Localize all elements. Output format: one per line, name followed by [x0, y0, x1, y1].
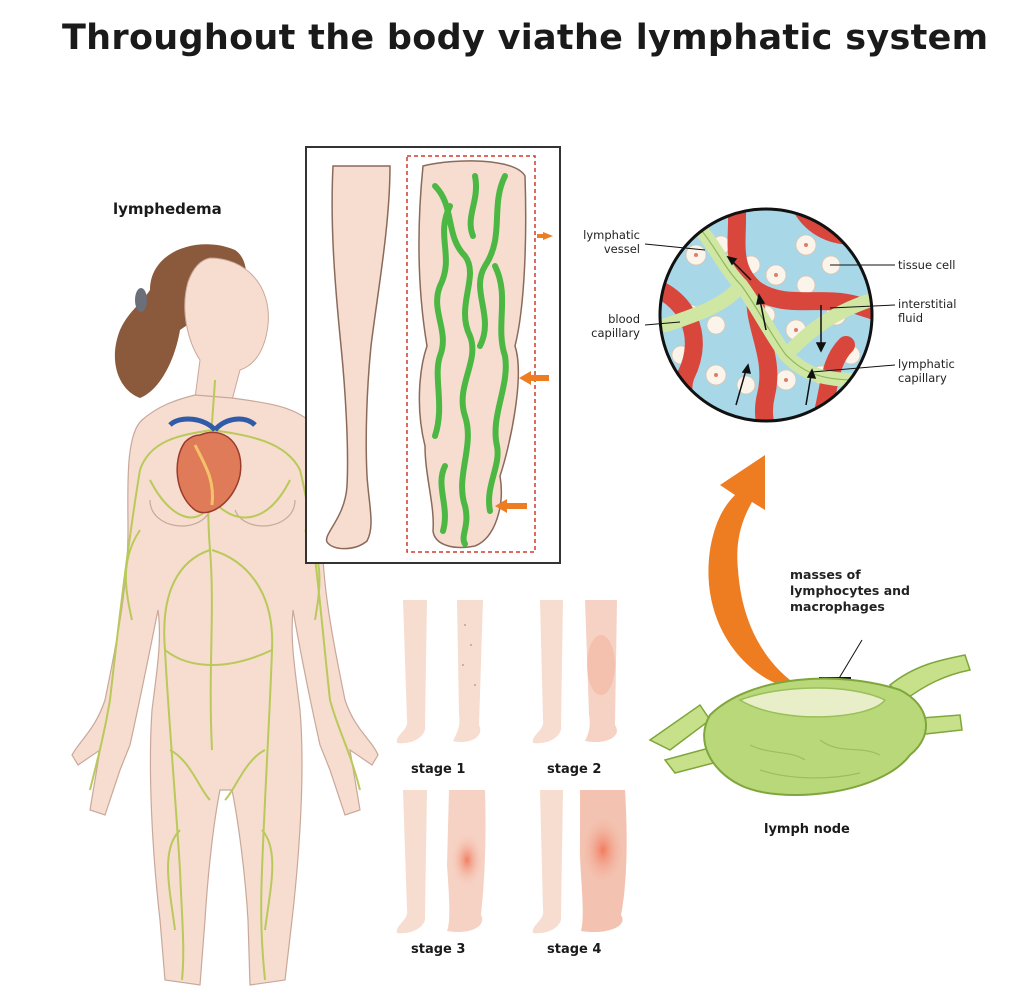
label-lymphatic-capillary: lymphatic capillary [898, 357, 955, 385]
label-blood-capillary: blood capillary [591, 312, 640, 340]
body-figure [71, 244, 379, 986]
page-title: Throughout the body viathe lymphatic sys… [62, 18, 989, 58]
label-lymph-node: lymph node [764, 822, 850, 837]
orange-curved-arrow [708, 455, 790, 685]
stage-1-label: stage 1 [411, 762, 466, 777]
stage-2-label: stage 2 [547, 762, 602, 777]
stage-1-legs [396, 600, 483, 744]
label-interstitial-fluid: interstitial fluid [898, 297, 957, 325]
stage-2-legs [532, 600, 617, 744]
stage-3-legs [396, 790, 486, 934]
lymphedema-label: lymphedema [113, 200, 222, 218]
tissue-magnified-circle [658, 207, 874, 423]
leg-comparison-drawing [325, 155, 553, 553]
label-tissue-cell: tissue cell [898, 258, 956, 272]
stage-4-legs [532, 790, 629, 934]
stage-legs [396, 600, 629, 934]
stage-4-label: stage 4 [547, 942, 602, 957]
stage-3-label: stage 3 [411, 942, 466, 957]
lymph-node-drawing [648, 654, 971, 796]
label-masses: masses of lymphocytes and macrophages [790, 567, 910, 614]
label-lymphatic-vessel: lymphatic vessel [583, 228, 640, 256]
